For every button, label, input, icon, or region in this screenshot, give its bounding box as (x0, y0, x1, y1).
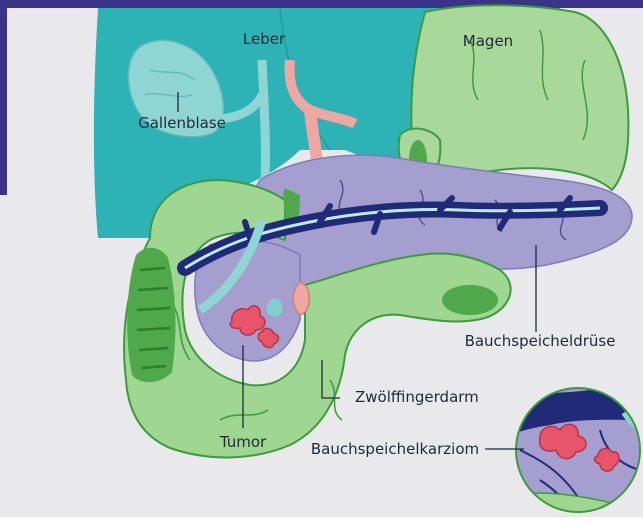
label-magen: Magen (463, 32, 513, 50)
frame-left (0, 0, 7, 195)
label-leber: Leber (243, 30, 286, 48)
label-gallenblase: Gallenblase (138, 114, 226, 132)
stomach (399, 5, 629, 190)
jejunum-opening (442, 285, 498, 315)
label-zwoelffingerdarm: Zwölffingerdarm (355, 388, 479, 406)
label-tumor: Tumor (219, 433, 267, 451)
label-karziom: Bauchspeichelkarziom (311, 440, 479, 458)
label-bauchspeicheldruese: Bauchspeicheldrüse (465, 332, 616, 350)
frame-top (0, 0, 643, 8)
ampulla (293, 282, 309, 315)
